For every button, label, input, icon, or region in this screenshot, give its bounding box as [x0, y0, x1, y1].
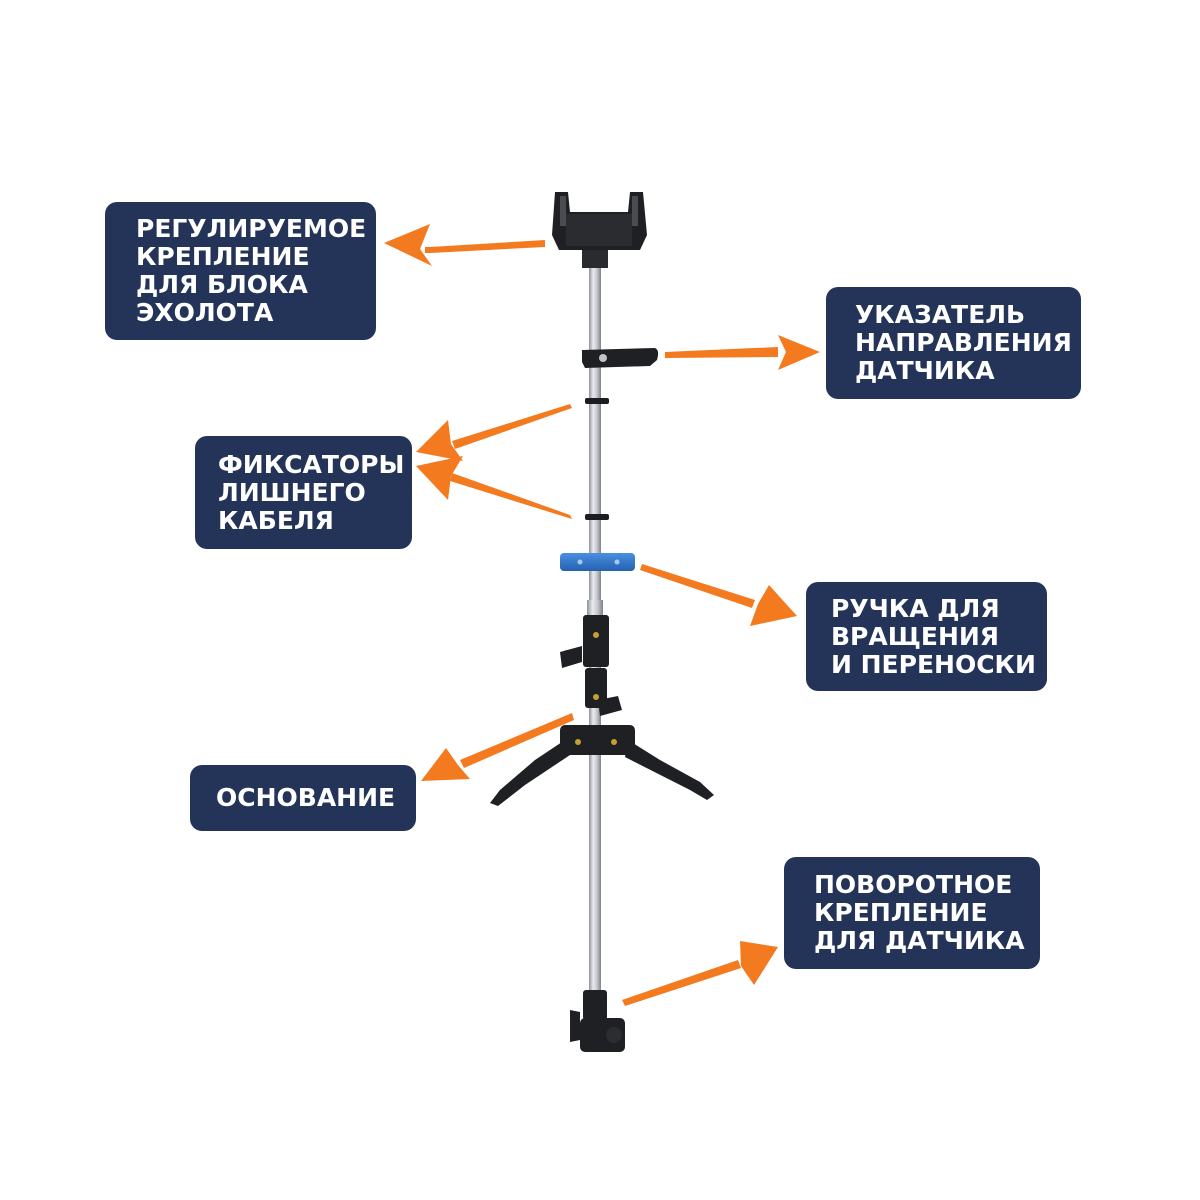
- label-line: ДЛЯ БЛОКА: [136, 270, 308, 299]
- rotary-sensor-mount: [570, 990, 625, 1052]
- cable-clip-lower: [585, 514, 609, 520]
- label-line: НАПРАВЛЕНИЯ: [855, 328, 1072, 357]
- arrow-to-rotary-mount: [622, 941, 778, 1006]
- label-sensor-pointer: УКАЗАТЕЛЬ НАПРАВЛЕНИЯ ДАТЧИКА: [826, 287, 1081, 399]
- sensor-direction-pointer: [582, 348, 659, 368]
- arrow-to-pointer: [665, 335, 820, 370]
- label-line: ПОВОРОТНОЕ: [814, 870, 1013, 899]
- label-line: КРЕПЛЕНИЕ: [814, 898, 988, 927]
- arrow-to-cable-clip-upper: [416, 404, 572, 461]
- rotation-carry-handle: [560, 553, 635, 571]
- label-handle: РУЧКА ДЛЯ ВРАЩЕНИЯ И ПЕРЕНОСКИ: [806, 582, 1047, 691]
- arrow-to-mount: [384, 224, 545, 266]
- label-line: И ПЕРЕНОСКИ: [831, 649, 1036, 679]
- label-line: ДАТЧИКА: [855, 356, 995, 385]
- label-line: РЕГУЛИРУЕМОЕ: [136, 214, 367, 243]
- echo-sounder-mount: [552, 192, 647, 268]
- label-line: РУЧКА ДЛЯ: [831, 593, 1000, 623]
- label-cable-clips: ФИКСАТОРЫ ЛИШНЕГО КАБЕЛЯ: [195, 436, 412, 549]
- label-line: ОСНОВАНИЕ: [216, 783, 396, 812]
- label-line: ФИКСАТОРЫ: [218, 449, 405, 479]
- cable-clip-upper: [585, 398, 609, 404]
- arrow-to-handle: [640, 564, 797, 626]
- label-line: ЭХОЛОТА: [136, 298, 274, 327]
- label-base: ОСНОВАНИЕ: [190, 765, 416, 831]
- label-line: КАБЕЛЯ: [218, 505, 334, 535]
- label-line: УКАЗАТЕЛЬ: [855, 300, 1026, 329]
- label-line: ЛИШНЕГО: [218, 477, 366, 507]
- arrow-to-base: [421, 713, 574, 781]
- base-assembly: [490, 615, 714, 806]
- label-adjustable-mount: РЕГУЛИРУЕМОЕ КРЕПЛЕНИЕ ДЛЯ БЛОКА ЭХОЛОТА: [105, 202, 376, 340]
- arrow-to-cable-clip-lower: [416, 456, 572, 519]
- label-line: ДЛЯ ДАТЧИКА: [814, 926, 1025, 955]
- label-line: КРЕПЛЕНИЕ: [136, 242, 310, 271]
- label-rotary-mount: ПОВОРОТНОЕ КРЕПЛЕНИЕ ДЛЯ ДАТЧИКА: [784, 857, 1040, 969]
- label-line: ВРАЩЕНИЯ: [831, 621, 1000, 651]
